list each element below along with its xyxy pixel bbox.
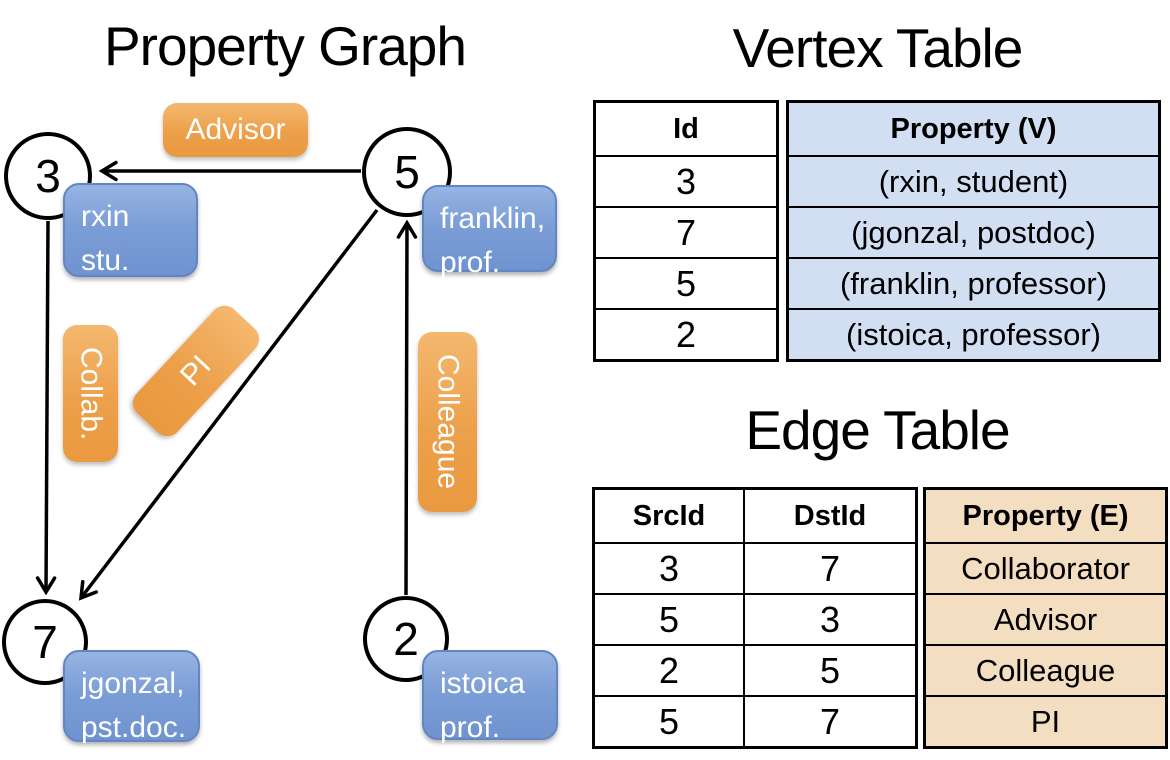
table-cell: 3 — [745, 593, 915, 644]
table-cell: 5 — [595, 593, 743, 644]
edge-table-dst-column: DstId 7 3 5 7 — [743, 490, 915, 746]
node-7-id: 7 — [32, 616, 58, 668]
table-cell: 5 — [745, 644, 915, 695]
vertex-table-id-column: Id 3 7 5 2 — [593, 100, 779, 362]
table-cell: 7 — [745, 695, 915, 746]
edge-2-to-5 — [396, 219, 418, 596]
edge-table-id-columns: SrcId 3 5 2 5 DstId 7 3 5 7 — [592, 487, 918, 749]
edge-table-header-src: SrcId — [632, 499, 706, 532]
node-5-id: 5 — [394, 146, 420, 198]
edge-label-pi-text: PI — [173, 349, 218, 393]
node-2-id: 2 — [393, 613, 419, 665]
graph-node-5: 5 — [362, 127, 452, 217]
vertex-table: Id 3 7 5 2 Property (V) (rxin, student) … — [593, 100, 1161, 362]
edge-label-colleague-text: Colleague — [431, 354, 465, 490]
vertex-property-label-franklin: franklin, prof. — [422, 185, 557, 279]
vertex-table-title: Vertex Table — [732, 17, 1024, 79]
edge-3-to-7 — [35, 220, 57, 596]
edge-label-colleague: Colleague — [418, 332, 477, 512]
edge-label-advisor-text: Advisor — [185, 113, 286, 146]
edge-table-title: Edge Table — [745, 399, 1010, 461]
table-cell: PI — [926, 695, 1165, 746]
table-cell: Advisor — [926, 593, 1165, 644]
graph-node-3: 3 — [4, 132, 92, 220]
table-cell: 2 — [595, 644, 743, 695]
vertex-property-label-rxin: rxin stu. — [63, 183, 198, 277]
edge-table-header-property: Property (E) — [962, 499, 1129, 532]
edge-label-collab: Collab. — [63, 325, 118, 462]
table-cell: Collaborator — [926, 542, 1165, 593]
table-cell: 5 — [595, 695, 743, 746]
vertex-property-label-istoica: istoica prof. — [422, 650, 558, 744]
edge-table-header-dst: DstId — [793, 499, 867, 532]
table-cell: 5 — [596, 257, 776, 308]
vertex-table-header-id: Id — [673, 112, 699, 145]
edge-label-pi: PI — [127, 299, 265, 443]
node-3-id: 3 — [35, 150, 61, 202]
edge-label-collab-text: Collab. — [74, 346, 108, 441]
table-cell: (rxin, student) — [789, 155, 1158, 206]
table-cell: 2 — [596, 308, 776, 359]
table-cell: Colleague — [926, 644, 1165, 695]
vertex-table-property-column: Property (V) (rxin, student) (jgonzal, p… — [786, 100, 1161, 362]
table-cell: 7 — [596, 206, 776, 257]
property-graph-title: Property Graph — [103, 15, 467, 77]
edge-table-src-column: SrcId 3 5 2 5 — [595, 490, 743, 746]
table-cell: (franklin, professor) — [789, 257, 1158, 308]
vertex-table-header-property: Property (V) — [890, 112, 1057, 145]
table-cell: (istoica, professor) — [789, 308, 1158, 359]
table-cell: 7 — [745, 542, 915, 593]
edge-label-advisor: Advisor — [163, 103, 308, 157]
vertex-property-label-jgonzal: jgonzal, pst.doc. — [63, 650, 200, 744]
edge-table-property-column: Property (E) Collaborator Advisor Collea… — [923, 487, 1168, 749]
table-cell: (jgonzal, postdoc) — [789, 206, 1158, 257]
table-cell: 3 — [596, 155, 776, 206]
table-cell: 3 — [595, 542, 743, 593]
edge-table: SrcId 3 5 2 5 DstId 7 3 5 7 Property (E)… — [592, 487, 1168, 749]
